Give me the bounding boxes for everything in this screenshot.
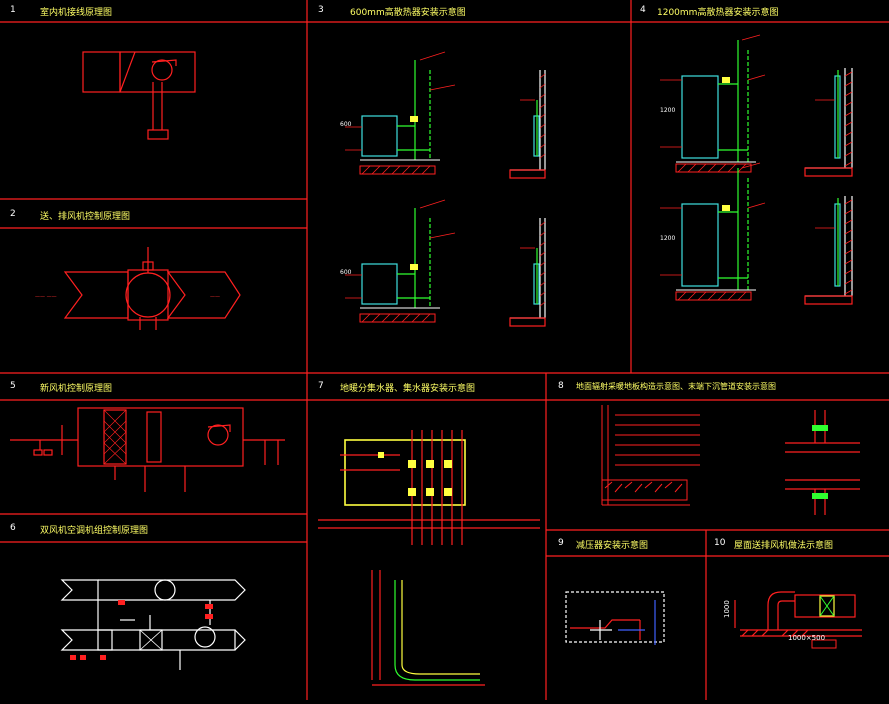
panel-4-radiators-1200 — [659, 34, 853, 305]
panel-9-number: 9 — [558, 538, 564, 548]
panel-6-number: 6 — [10, 523, 16, 533]
svg-text:—— ——: —— —— — [35, 294, 57, 300]
panel-3-title: 600mm高散热器安装示意图 — [350, 8, 466, 18]
panel-3-radiators-600 — [344, 51, 546, 327]
panel-6-title: 双风机空调机组控制原理图 — [40, 526, 149, 536]
panel-6-sensors — [70, 600, 213, 660]
panel-5-fresh-air-control — [10, 407, 285, 492]
panel-7-section — [371, 570, 485, 686]
dim-duct-size: 1000×500 — [788, 634, 825, 642]
panel-8-number: 8 — [558, 381, 564, 391]
panel-4-title: 1200mm高散热器安装示意图 — [657, 8, 779, 18]
panel-2-title: 送、排风机控制原理图 — [40, 212, 131, 222]
panel-8-title: 地面辐射采暖地板构造示意图、末端下沉管道安装示意图 — [576, 382, 776, 391]
panel-10-roof-fan — [734, 591, 862, 649]
dim-1200-upper: 1200 — [660, 107, 675, 114]
panel-5-title: 新风机控制原理图 — [40, 384, 113, 394]
dim-600-lower: 600 — [340, 269, 352, 276]
dim-1200-lower: 1200 — [660, 235, 675, 242]
dim-duct-height: 1000 — [723, 600, 731, 618]
panel-7-number: 7 — [318, 381, 324, 391]
panel-2-fan-control — [63, 247, 241, 330]
panel-10-number: 10 — [714, 538, 726, 548]
svg-text:——: —— — [210, 294, 220, 300]
panel-1-title: 室内机接线原理图 — [40, 8, 113, 18]
panel-9-pressure-reducer — [565, 591, 665, 645]
panel-10-title: 屋面送排风机做法示意图 — [734, 541, 834, 551]
panel-4-number: 4 — [640, 5, 646, 15]
panel-1-number: 1 — [10, 5, 16, 15]
panel-1-indoor-unit — [82, 51, 196, 140]
panel-8-floor-construction — [601, 405, 860, 515]
panel-5-number: 5 — [10, 381, 16, 391]
dim-600-upper: 600 — [340, 121, 352, 128]
panel-3-number: 3 — [318, 5, 324, 15]
panel-2-number: 2 — [10, 209, 16, 219]
panel-7-manifold — [318, 430, 540, 545]
panel-9-title: 减压器安装示意图 — [576, 541, 649, 551]
panel-6-dual-fan-ahu — [60, 579, 246, 670]
panel-7-title: 地暖分集水器、集水器安装示意图 — [340, 384, 476, 394]
